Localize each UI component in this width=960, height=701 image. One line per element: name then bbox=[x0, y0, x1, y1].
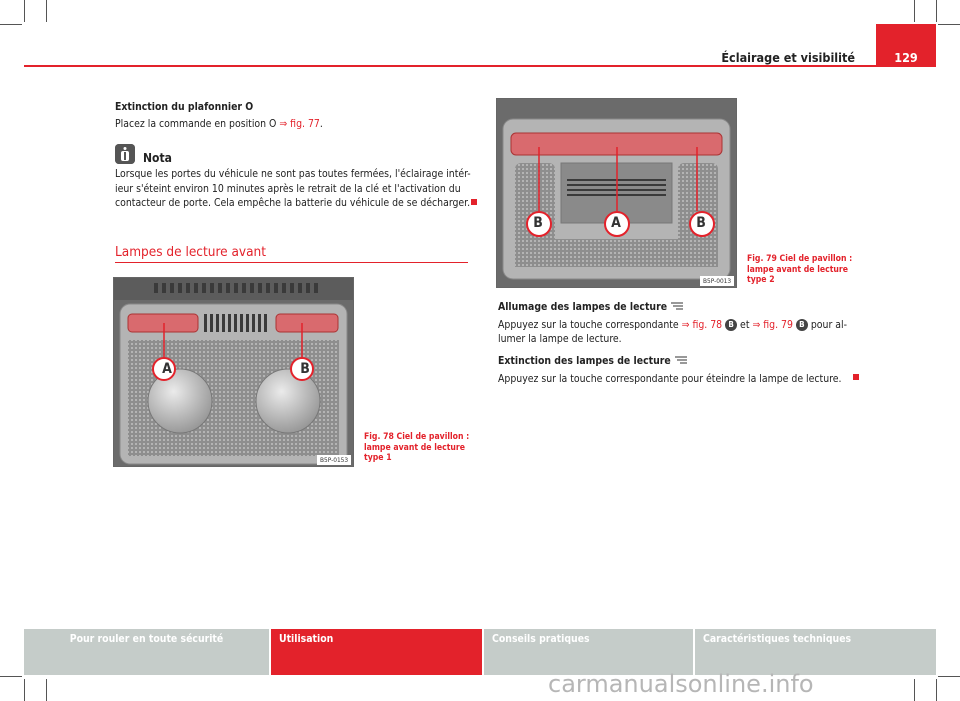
caption-line: type 1 bbox=[364, 453, 392, 463]
link-fig-79[interactable]: ⇒ fig. 79 bbox=[752, 319, 793, 331]
caption-line: Fig. 79 Ciel de pavillon : bbox=[747, 254, 853, 264]
text-run: . bbox=[319, 118, 323, 130]
caption-line: lampe avant de lecture bbox=[364, 442, 465, 453]
footer-tab-operation[interactable]: Utilisation bbox=[271, 629, 482, 675]
text-run: Appuyez sur la touche correspondante bbox=[498, 319, 682, 331]
header-rule bbox=[24, 65, 936, 67]
figure-78-caption: Fig. 78 Ciel de pavillon : lampe avant d… bbox=[364, 432, 474, 464]
note-line: Lorsque les portes du véhicule ne sont p… bbox=[115, 168, 471, 180]
heading-reading-lamp-off: Extinction des lampes de lecture bbox=[498, 354, 688, 369]
text-run: et bbox=[737, 319, 753, 331]
callout-b-badge: B bbox=[795, 319, 808, 331]
link-fig-77[interactable]: ⇒ fig. 77 bbox=[279, 118, 320, 130]
figure-79-label-b-left: B bbox=[533, 215, 543, 231]
note-hand-icon bbox=[115, 144, 135, 164]
note-line: contacteur de porte. Cela empêche la bat… bbox=[115, 197, 471, 209]
text-run: pour al- bbox=[807, 319, 847, 331]
heading-reading-lamp-on: Allumage des lampes de lecture bbox=[498, 300, 684, 315]
caption-line: Fig. 78 Ciel de pavillon : bbox=[364, 432, 470, 442]
callout-b-badge: B bbox=[725, 319, 738, 331]
reading-lamp-icon bbox=[671, 302, 684, 310]
footer-tab-safety[interactable]: Pour rouler en toute sécurité bbox=[24, 629, 269, 675]
heading-ceiling-light-off: Extinction du plafonnier O bbox=[115, 101, 254, 113]
note-line: ieur s'éteint environ 10 minutes après l… bbox=[115, 182, 461, 195]
figure-79-image bbox=[496, 98, 737, 288]
caption-line: lampe avant de lecture bbox=[747, 264, 848, 275]
paragraph-reading-lamp-off: Appuyez sur la touche correspondante pou… bbox=[498, 373, 842, 385]
text-run: Placez la commande en position O bbox=[115, 118, 280, 130]
section-title: Lampes de lecture avant bbox=[115, 244, 266, 260]
heading-text: Extinction des lampes de lecture bbox=[498, 355, 671, 367]
page-number: 129 bbox=[876, 24, 936, 66]
heading-text: Allumage des lampes de lecture bbox=[498, 301, 668, 313]
figure-78-label-a: A bbox=[162, 361, 172, 377]
running-header-title: Éclairage et visibilité bbox=[721, 50, 855, 65]
footer-tab-technical-specs[interactable]: Caractéristiques techniques bbox=[695, 629, 936, 675]
figure-79-label-b-right: B bbox=[696, 215, 706, 231]
figure-78-label-b: B bbox=[300, 361, 310, 377]
note-title: Nota bbox=[143, 151, 172, 165]
caption-line: type 2 bbox=[747, 275, 775, 285]
reading-lamp-icon bbox=[674, 356, 687, 364]
watermark: carmanualsonline.info bbox=[548, 670, 814, 698]
end-of-section-square-icon bbox=[853, 374, 859, 380]
paragraph-reading-lamp-on: Appuyez sur la touche correspondante ⇒ f… bbox=[498, 318, 847, 333]
paragraph-ceiling-light-off: Placez la commande en position O ⇒ fig. … bbox=[115, 117, 323, 132]
paragraph-reading-lamp-on-line-2: lumer la lampe de lecture. bbox=[498, 333, 622, 345]
figure-79-label-a: A bbox=[611, 215, 621, 231]
figure-79-caption: Fig. 79 Ciel de pavillon : lampe avant d… bbox=[747, 254, 857, 286]
figure-79-code: B5P-0013 bbox=[703, 277, 732, 285]
footer-tab-practical-tips[interactable]: Conseils pratiques bbox=[484, 629, 693, 675]
figure-78-code: B5P-0153 bbox=[320, 456, 349, 464]
figure-78-image bbox=[113, 277, 354, 467]
link-fig-78[interactable]: ⇒ fig. 78 bbox=[681, 319, 723, 331]
end-of-section-square-icon bbox=[471, 199, 477, 205]
section-rule bbox=[115, 262, 468, 263]
